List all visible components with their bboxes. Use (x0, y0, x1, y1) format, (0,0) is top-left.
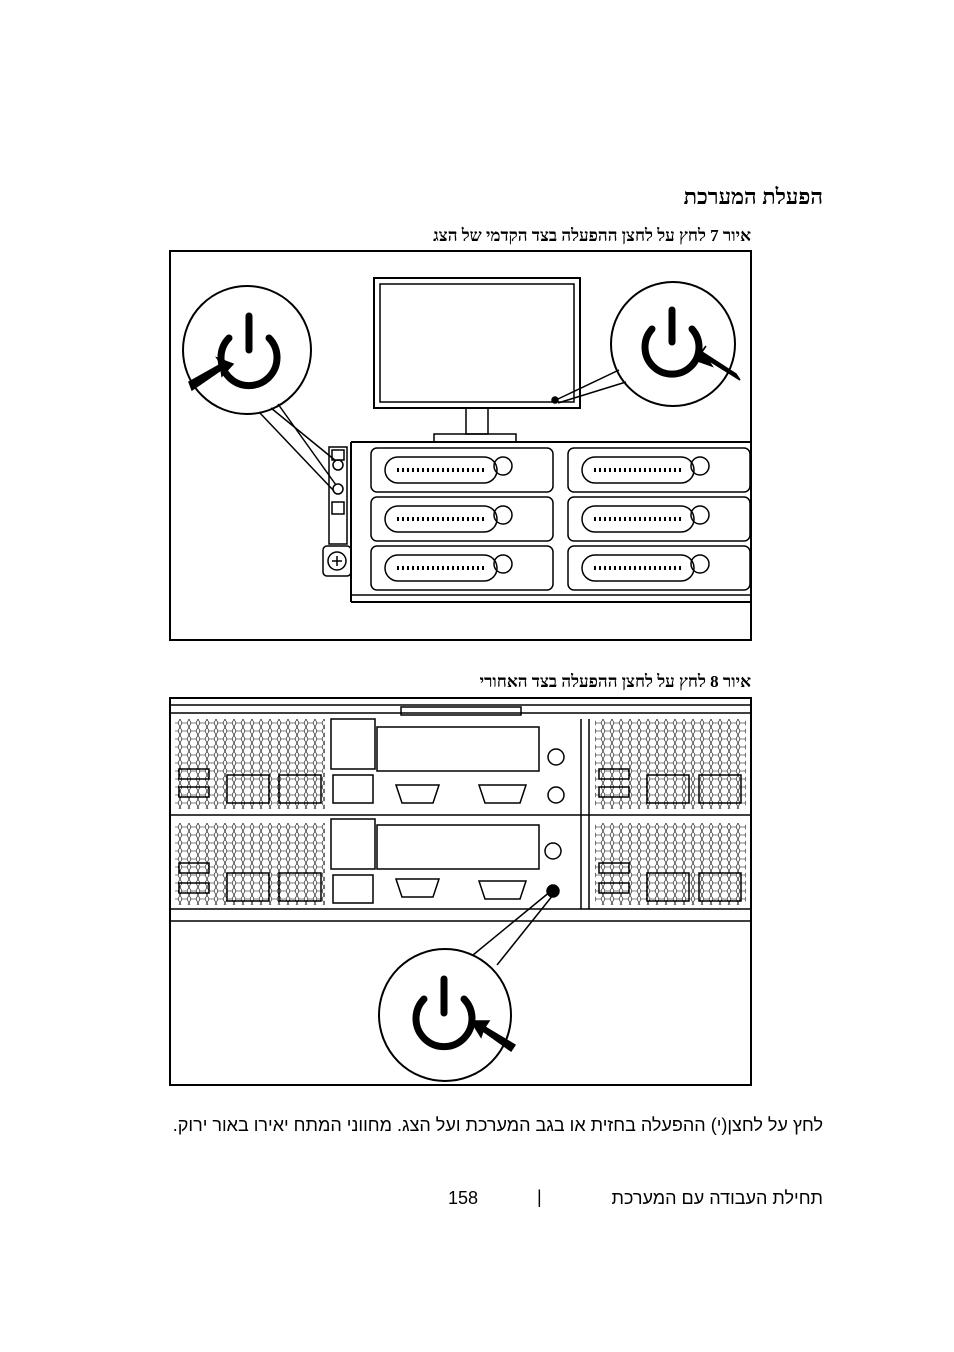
figure-7-caption: איור 7 לחץ על לחצן ההפעלה בצד הקדמי של ה… (433, 226, 751, 245)
page-footer: תחילת העבודה עם המערכת | 158 (0, 1187, 954, 1218)
rear-power-callout (378, 890, 554, 1082)
instruction-text: לחץ על לחצן(י) ההפעלה בחזית או בגב המערכ… (172, 1115, 823, 1135)
rear-panel-illustration (171, 704, 750, 1082)
drive-bay (370, 496, 554, 542)
footer-separator: | (537, 1187, 542, 1207)
server-node-bottom (175, 818, 746, 905)
drive-bay (370, 545, 554, 591)
figure-8-rear-view (169, 697, 752, 1086)
drive-bay (567, 545, 750, 591)
drive-bay (567, 496, 750, 542)
figure-8-caption: איור 8 לחץ על לחצן ההפעלה בצד האחורי (479, 672, 751, 691)
footer-title: תחילת העבודה עם המערכת (611, 1188, 823, 1208)
monitor-power-callout (557, 281, 741, 407)
drive-bays (370, 447, 750, 591)
server-node-top (175, 718, 746, 809)
power-icon (217, 312, 281, 390)
server-control-panel (322, 446, 352, 577)
drive-bay (370, 447, 554, 493)
monitor-drawing (373, 277, 581, 443)
power-icon (412, 975, 476, 1051)
drive-bay (567, 447, 750, 493)
power-icon (641, 306, 703, 378)
front-panel-illustration (182, 277, 750, 603)
section-title: הפעלת המערכת (683, 184, 823, 209)
figure-7-front-view (169, 250, 752, 641)
page-number: 158 (448, 1188, 479, 1208)
server-power-callout (182, 285, 337, 492)
